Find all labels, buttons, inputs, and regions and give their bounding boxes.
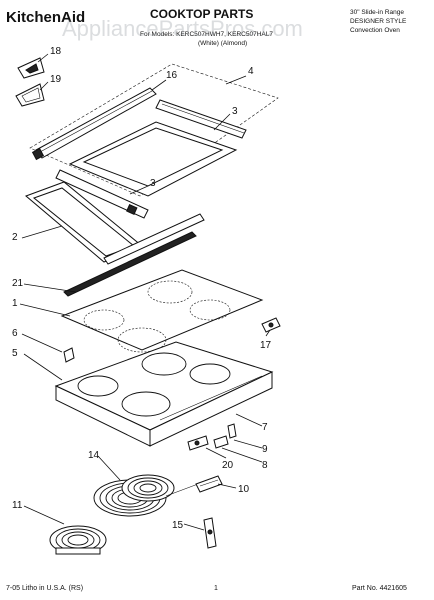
callout-19: 19	[50, 74, 62, 85]
part-5-cooktop-body	[54, 341, 274, 447]
product-line-3: Convection Oven	[350, 27, 400, 34]
callout-5: 5	[12, 348, 18, 359]
frame-assembly-outline	[29, 63, 279, 197]
part-21-gasket	[63, 231, 197, 297]
model-numbers: For Models: KERC507HWH7, KERC507HAL7	[140, 31, 273, 38]
part-2-frame	[25, 181, 143, 263]
callout-18: 18	[50, 46, 62, 57]
callout-8: 8	[262, 460, 268, 471]
footer-litho: 7-05 Litho in U.S.A. (RS)	[6, 585, 83, 592]
part-6-clip	[63, 347, 75, 363]
callout-9: 9	[262, 444, 268, 455]
part-3-lower-trim	[103, 213, 205, 265]
model-colors: (White) (Almond)	[198, 40, 247, 47]
part-18-pad	[17, 57, 45, 79]
part-9-screw	[227, 423, 237, 439]
callout-10: 10	[238, 484, 250, 495]
brand-logo: KitchenAid	[6, 9, 85, 26]
product-line-2: DESIGNER STYLE	[350, 18, 407, 25]
part-16-bar	[31, 87, 157, 161]
part-15-sensor	[203, 517, 217, 549]
leader-lines	[19, 53, 271, 531]
part-19-pad	[15, 83, 45, 107]
callout-21: 21	[12, 278, 24, 289]
callout-15: 15	[172, 520, 184, 531]
part-14-large-element	[93, 474, 199, 517]
callout-2: 2	[12, 232, 18, 243]
footer-part-number: Part No. 4421605	[352, 585, 407, 592]
footer-page-number: 1	[214, 585, 218, 592]
watermark: AppliancePartsPros.com	[62, 16, 303, 41]
part-10-connector	[195, 475, 223, 493]
part-1-glass-cooktop	[60, 269, 264, 353]
callout-20: 20	[222, 460, 234, 471]
callout-14: 14	[88, 450, 100, 461]
product-line-1: 30" Slide-in Range	[350, 9, 404, 16]
callout-3-upper: 3	[232, 106, 238, 117]
part-4-frame	[68, 121, 238, 197]
part-3-side-rail-right	[155, 99, 247, 139]
part-20-terminal	[187, 435, 209, 451]
callout-17: 17	[260, 340, 272, 351]
callout-4: 4	[248, 66, 254, 77]
callout-1: 1	[12, 298, 18, 309]
part-8-clip	[213, 435, 229, 449]
callout-3-lower: 3	[150, 178, 156, 189]
part-3-front-rail	[55, 169, 149, 219]
callout-16: 16	[166, 70, 178, 81]
page-title: COOKTOP PARTS	[150, 7, 253, 21]
part-17-bracket	[261, 317, 281, 333]
callout-7: 7	[262, 422, 268, 433]
callout-11: 11	[12, 500, 23, 511]
callout-6: 6	[12, 328, 18, 339]
part-11-small-element	[49, 525, 107, 555]
